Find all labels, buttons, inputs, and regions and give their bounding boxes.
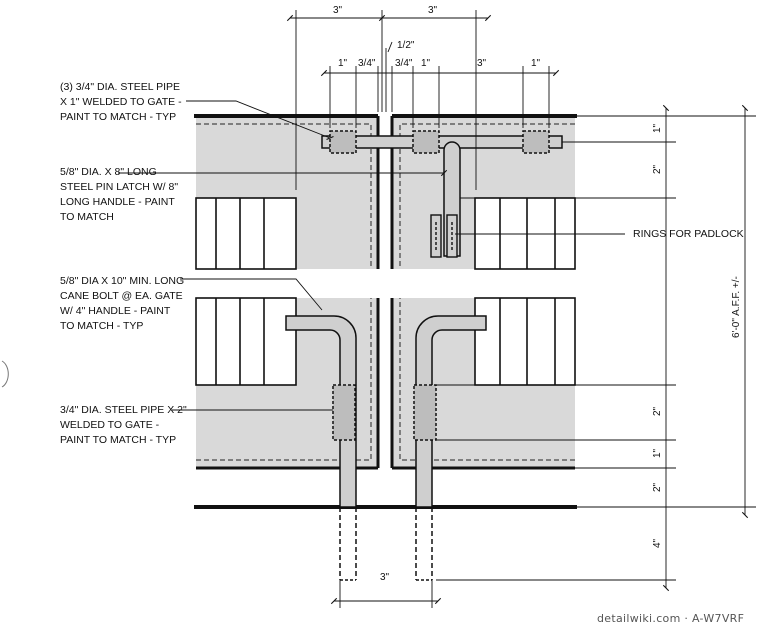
- dim-2-low: 2": [652, 406, 663, 416]
- note-cane-bolt: 5/8" DIA X 10" MIN. LONG CANE BOLT @ EA.…: [60, 275, 185, 332]
- panel-dashed-outlines: [196, 123, 575, 461]
- watermark: detailwiki.com · A-W7VRF: [597, 612, 745, 625]
- edge-mark: [1, 360, 9, 388]
- dim-3-4-right: 3/4": [395, 58, 413, 69]
- dim-1-low: 1": [652, 448, 663, 458]
- dim-3-mid: 3": [477, 58, 487, 69]
- leader-lines: [118, 100, 625, 411]
- dim-1-right: 1": [531, 58, 541, 69]
- dim-bottom-3: 3": [380, 572, 390, 583]
- pickets: [195, 197, 576, 386]
- note-pin-latch: 5/8" DIA. X 8" LONG STEEL PIN LATCH W/ 8…: [60, 166, 179, 223]
- dim-1-top: 1": [652, 123, 663, 133]
- dim-2-top: 2": [652, 164, 663, 174]
- cane-bolts: [285, 315, 487, 581]
- dim-half: 1/2": [397, 40, 415, 51]
- dim-top-right-3: 3": [428, 5, 438, 16]
- dim-2-ground: 2": [652, 482, 663, 492]
- dim-4-ground: 4": [652, 538, 663, 548]
- dim-1-left: 1": [338, 58, 348, 69]
- note-steel-pipe-x1: (3) 3/4" DIA. STEEL PIPE X 1" WELDED TO …: [60, 81, 182, 123]
- dim-3-4-left: 3/4": [358, 58, 376, 69]
- padlock-rings: [430, 214, 458, 258]
- gate-panels: [196, 116, 575, 468]
- dim-overall: 6'-0" A.F.F. +/-: [731, 276, 742, 338]
- dimension-labels: 3" 3" 1/2" 1" 3/4" 3/4" 1" 3" 1" 1" 2" 6…: [333, 5, 742, 583]
- dim-top-left-3: 3": [333, 5, 343, 16]
- note-rings-padlock: RINGS FOR PADLOCK: [633, 228, 744, 240]
- note-steel-pipe-x2: 3/4" DIA. STEEL PIPE X 2" WELDED TO GATE…: [60, 404, 187, 446]
- dim-1-mid: 1": [421, 58, 431, 69]
- dimension-lines: [286, 10, 756, 608]
